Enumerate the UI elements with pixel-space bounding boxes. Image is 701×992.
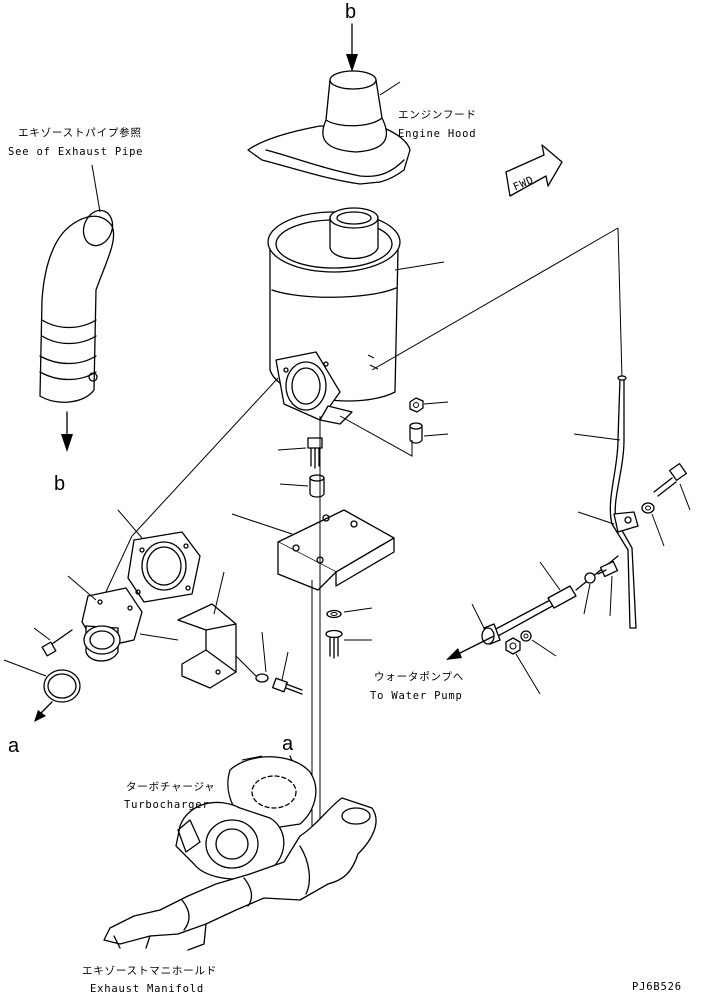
ref-a-left-label: a <box>8 735 20 757</box>
turbo-en-label: Turbocharger <box>124 799 209 811</box>
water-pump-arrow <box>446 635 495 660</box>
pipe-clip-part <box>577 511 639 533</box>
manifold-jp-label: エキゾーストマニホールド <box>82 965 217 977</box>
fitting-bolt-part <box>583 560 619 617</box>
fwd-arrow-icon <box>505 144 563 197</box>
exhaust-pipe-jp-label: エキゾーストパイプ参照 <box>18 126 142 139</box>
engine-hood-jp-label: エンジンフード <box>398 109 477 121</box>
exhaust-manifold-part <box>103 797 377 951</box>
exhaust-pipe-en-label: See of Exhaust Pipe <box>8 146 143 158</box>
turbocharger-part <box>175 755 317 880</box>
nut-part <box>409 397 449 413</box>
hose-washer-part <box>520 630 557 657</box>
flange-bolt-part <box>325 629 372 659</box>
water-pipe-part <box>573 375 637 629</box>
hose-collar-part <box>471 603 501 645</box>
ref-a-left-arrow <box>34 701 53 722</box>
small-bolt-part <box>33 627 73 657</box>
ref-b-top-label: b <box>345 1 356 23</box>
collar-part <box>409 422 449 444</box>
engine-hood-en-label: Engine Hood <box>398 128 476 140</box>
lock-washer-part <box>235 631 269 683</box>
exhaust-pipe-part <box>39 209 115 403</box>
support-bracket-part <box>139 571 237 689</box>
pipe-bolt-part <box>653 462 691 511</box>
bolt-part <box>277 437 323 469</box>
gasket-part <box>117 509 201 603</box>
ref-a-turbo-label: a <box>282 733 294 755</box>
water-pump-en-label: To Water Pump <box>370 690 463 702</box>
ref-b-top-arrow <box>346 23 358 72</box>
water-hose-part <box>493 555 619 637</box>
elbow-flange-part <box>67 575 143 662</box>
ref-b-left-label: b <box>54 473 65 495</box>
manifold-en-label: Exhaust Manifold <box>90 983 204 992</box>
pipe-washer-part <box>641 502 665 547</box>
muffler-part <box>267 207 445 425</box>
washer-part <box>326 607 373 619</box>
ref-b-left-arrow <box>61 411 73 452</box>
bracket-bolt-part <box>272 651 303 695</box>
engine-hood-part <box>247 70 411 185</box>
clamp-ring-part <box>3 659 81 703</box>
spacer-part <box>279 474 325 498</box>
drawing-code: PJ6B526 <box>632 981 682 992</box>
hose-nut-part <box>505 637 541 695</box>
turbo-jp-label: ターボチャージャ <box>126 781 216 793</box>
bracket-plate-part <box>231 509 395 591</box>
water-pump-jp-label: ウォータポンプへ <box>374 671 464 683</box>
